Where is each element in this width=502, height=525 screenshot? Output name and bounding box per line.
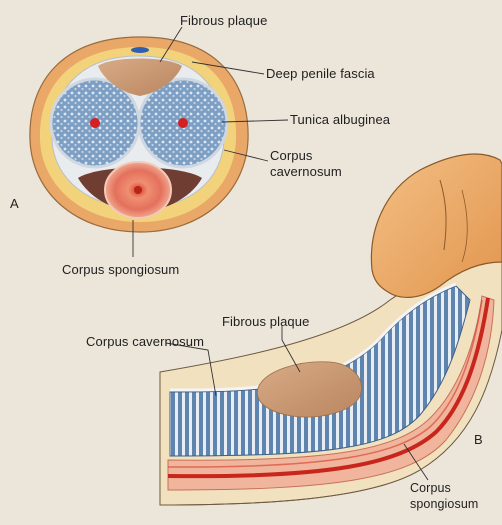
label-corpus-spongiosum-b-line1: Corpus [410,480,478,496]
label-tunica-albuginea: Tunica albuginea [290,112,390,128]
central-artery-left [90,118,100,128]
label-corpus-cavernosum-a: Corpus cavernosum [270,148,342,180]
label-fibrous-plaque-a: Fibrous plaque [180,13,267,29]
label-deep-penile-fascia: Deep penile fascia [266,66,375,82]
dorsal-vessel [131,47,149,53]
label-corpus-cavernosum-a-line1: Corpus [270,148,342,164]
panel-letter-b: B [474,432,483,447]
label-corpus-cavernosum-b: Corpus cavernosum [86,334,204,350]
panel-letter-a: A [10,196,19,211]
label-corpus-cavernosum-a-line2: cavernosum [270,164,342,180]
urethra [134,186,142,194]
central-artery-right [178,118,188,128]
label-corpus-spongiosum-b-line2: spongiosum [410,496,478,512]
label-fibrous-plaque-b: Fibrous plaque [222,314,309,330]
label-corpus-spongiosum-a: Corpus spongiosum [62,262,179,278]
label-corpus-spongiosum-b: Corpus spongiosum [410,480,478,512]
